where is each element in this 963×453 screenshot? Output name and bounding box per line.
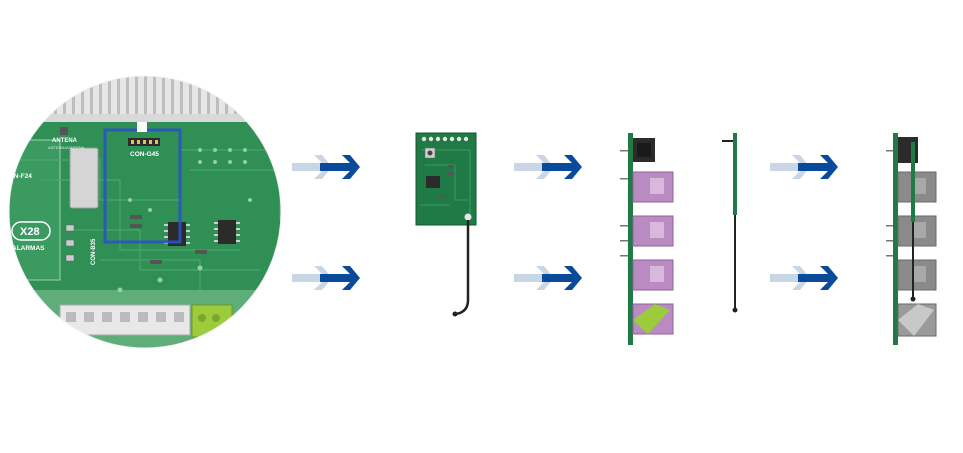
module-side-profile bbox=[722, 133, 738, 313]
con-g45-label: CON-G45 bbox=[130, 151, 159, 158]
antenna-sublabel: ANTENNA/ANTENA bbox=[48, 145, 85, 150]
assembled-view bbox=[886, 133, 937, 345]
brand-name: ALARMAS bbox=[12, 245, 45, 252]
purple-connector bbox=[632, 215, 674, 247]
arrow-pair-3 bbox=[770, 155, 838, 290]
gray-connector bbox=[897, 215, 937, 247]
side-view-board bbox=[620, 133, 674, 345]
arrow-right-icon bbox=[770, 266, 838, 290]
antenna-label: ANTENA bbox=[52, 138, 78, 144]
gray-connector bbox=[897, 303, 937, 337]
antenna-wire bbox=[455, 220, 470, 316]
gray-connector bbox=[897, 171, 937, 203]
arrow-pair-1 bbox=[292, 155, 360, 290]
main-board-zoom: ANTENA ANTENNA/ANTENA CON-F24 CON-B35 X2… bbox=[4, 76, 281, 348]
arrow-right-icon bbox=[514, 266, 582, 290]
arrow-right-icon bbox=[770, 155, 838, 179]
purple-connector bbox=[632, 303, 674, 335]
rf-module bbox=[415, 132, 477, 317]
con-b35-label: CON-B35 bbox=[91, 238, 97, 265]
purple-connector bbox=[632, 171, 674, 203]
terminal-block-row bbox=[59, 304, 233, 338]
heatsink bbox=[9, 76, 281, 120]
arrow-pair-2 bbox=[514, 155, 582, 290]
ic-chip bbox=[218, 220, 236, 244]
installed-module bbox=[911, 142, 915, 222]
arrow-right-icon bbox=[292, 266, 360, 290]
purple-connector bbox=[632, 259, 674, 291]
antenna-pad bbox=[69, 147, 99, 209]
arrow-right-icon bbox=[292, 155, 360, 179]
gray-connector bbox=[897, 259, 937, 291]
brand-logo: X28 ALARMAS bbox=[11, 221, 51, 252]
arrow-right-icon bbox=[514, 155, 582, 179]
brand-logo-text: X28 bbox=[20, 226, 40, 238]
con-f24-label: CON-F24 bbox=[4, 173, 32, 180]
rf-chip bbox=[426, 176, 440, 188]
